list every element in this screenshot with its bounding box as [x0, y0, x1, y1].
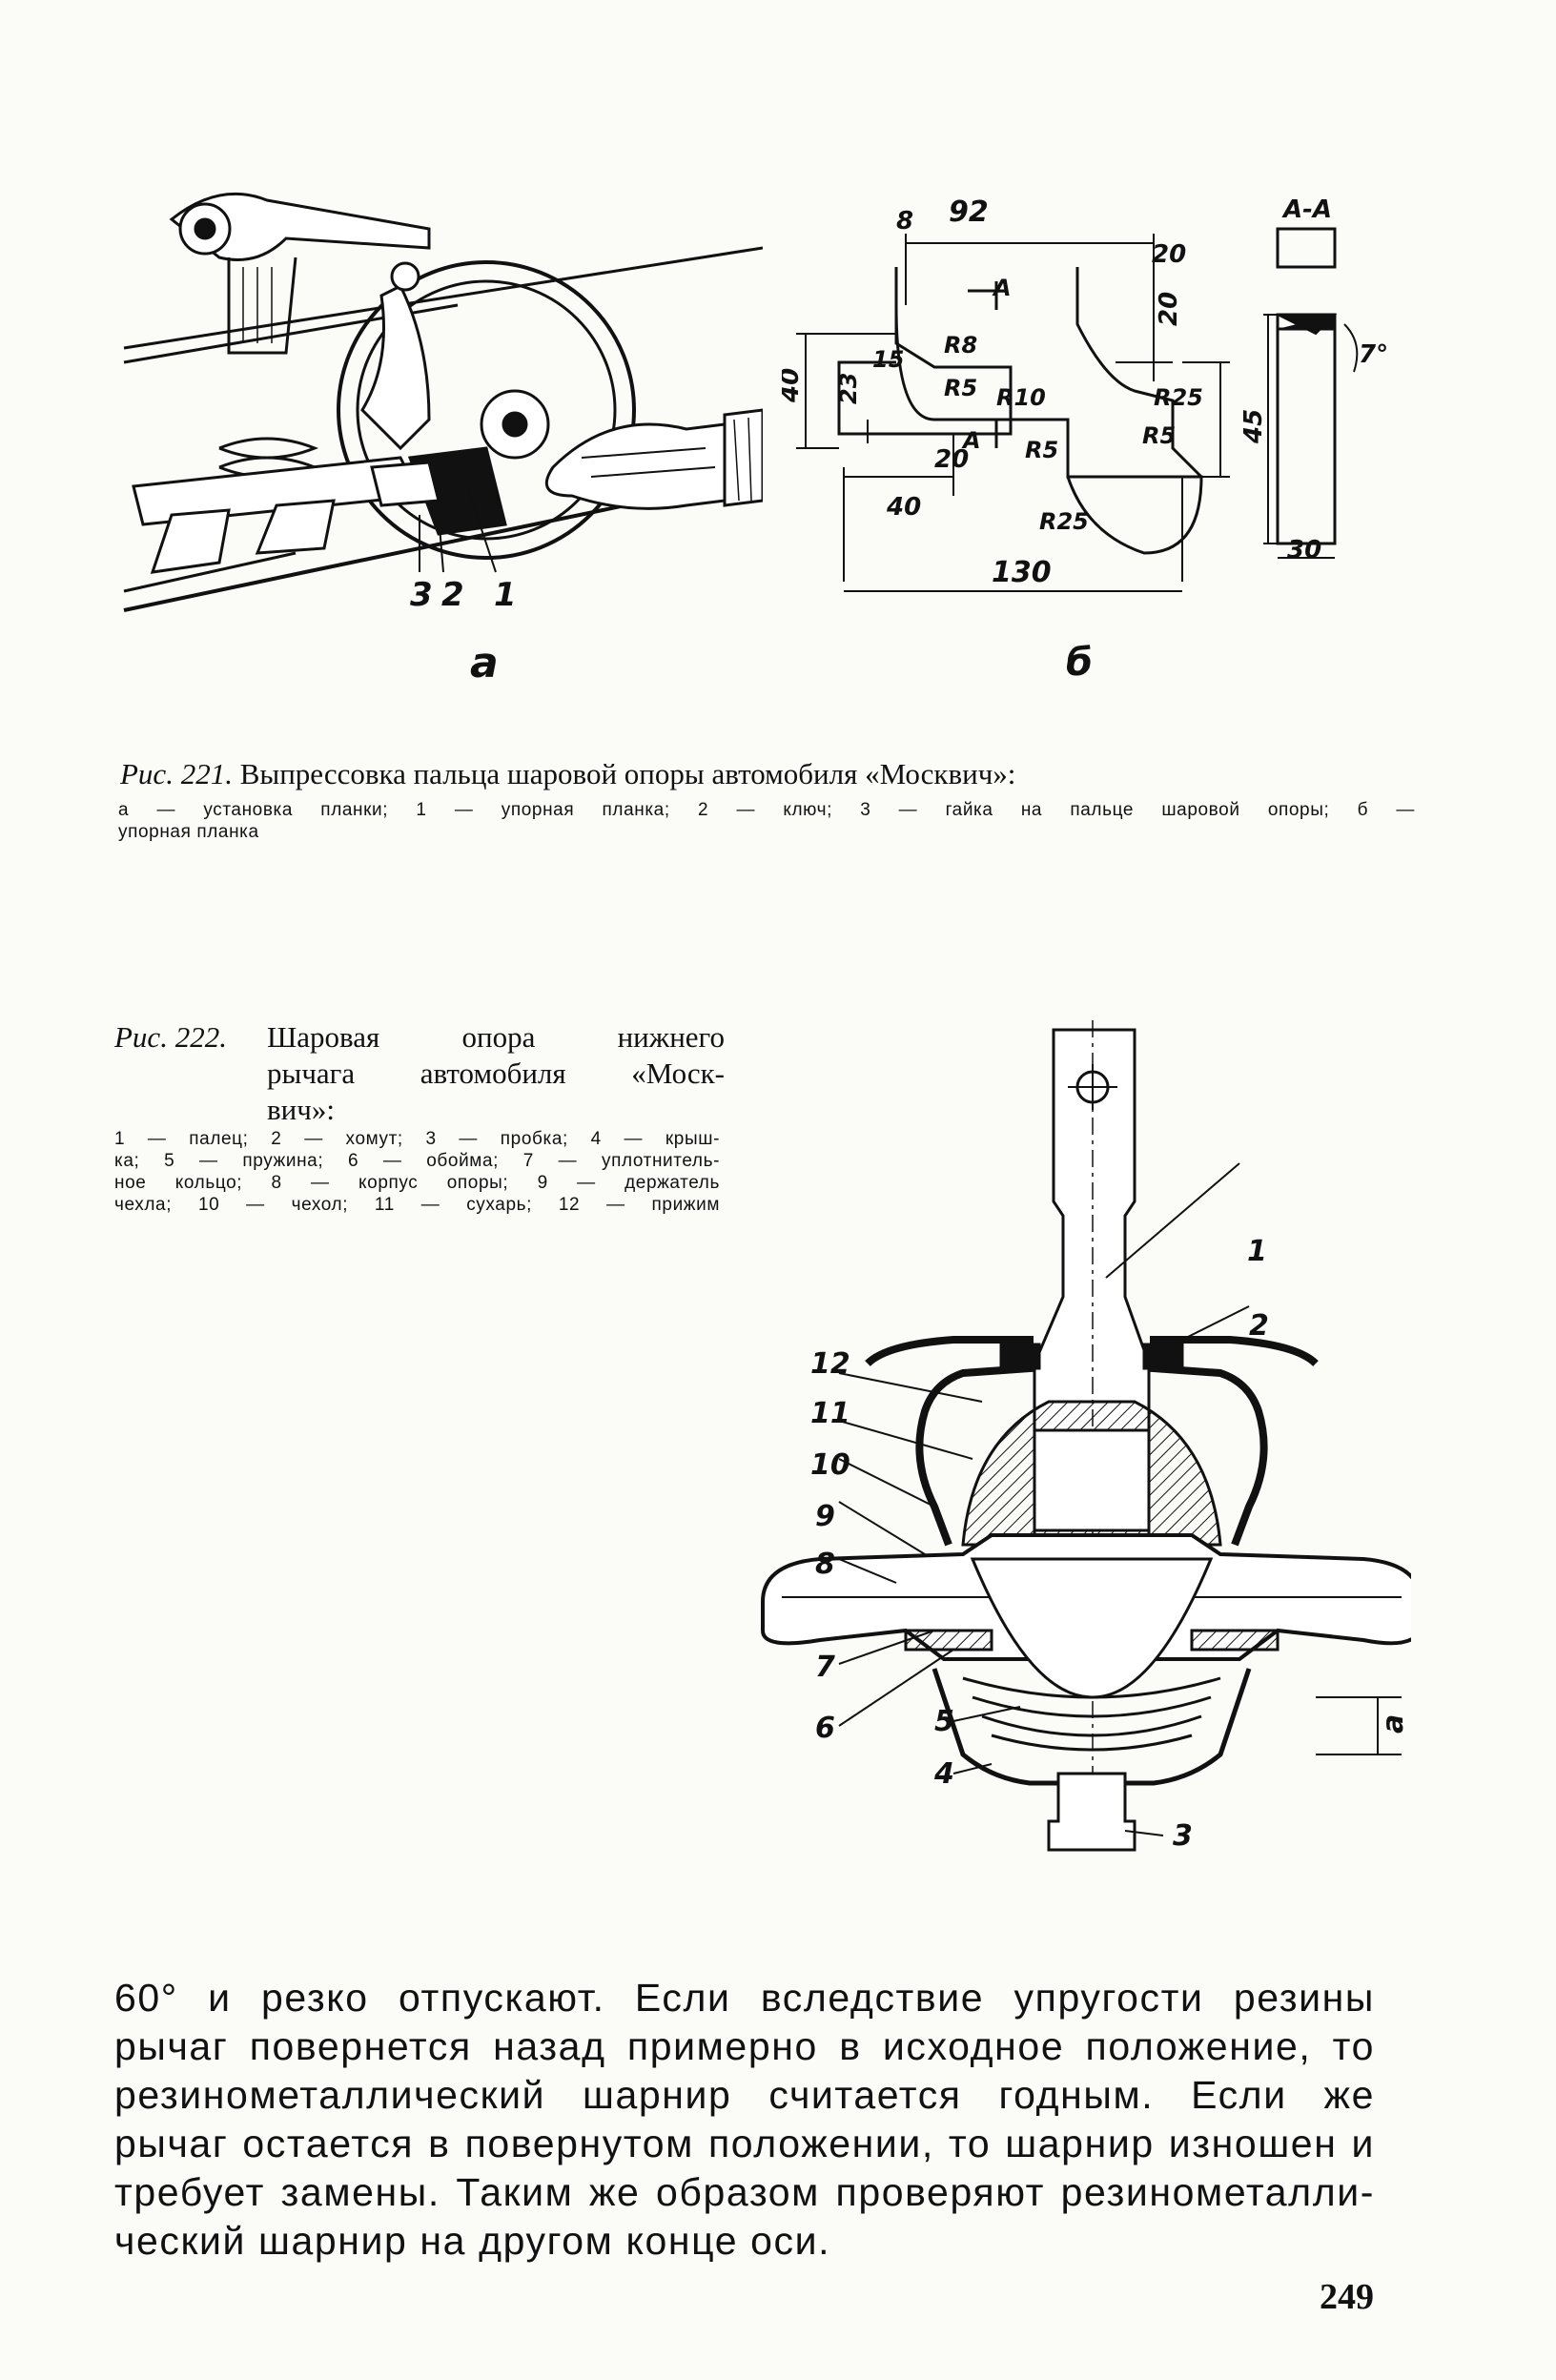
- dim-40b: 40: [886, 493, 921, 522]
- fig221-caption-title: Выпрессовка пальца шаровой опоры автомоб…: [239, 757, 1016, 790]
- fig221-sublabel-a: а: [470, 639, 499, 687]
- fig221-legend-line2: упорная планка: [118, 822, 259, 842]
- dim-8: 8: [896, 207, 913, 236]
- dim-r25b: R25: [1039, 508, 1089, 535]
- fig222-legend: 1 — палец; 2 — хомут; 3 — пробка; 4 — кр…: [114, 1128, 720, 1216]
- fig222-legend-line2: ка; 5 — пружина; 6 — обойма; 7 — уплотни…: [114, 1151, 720, 1171]
- body-paragraph: 60° и резко отпускают. Если вследствие у…: [114, 1974, 1375, 2266]
- body-line-6: ческий шарнир на другом конце оси.: [114, 2219, 831, 2263]
- callout-7: 7: [815, 1651, 835, 1684]
- fig221-caption-prefix: Рис. 221.: [120, 757, 233, 790]
- dim-a: a: [1377, 1714, 1410, 1734]
- fig221b-drawing: 92 8 20 20 40 23 15 20 40 130 45 30 R8 R…: [782, 195, 1388, 592]
- callout-12: 12: [810, 1347, 850, 1381]
- section-mark-a1: A: [992, 275, 1012, 301]
- fig221-legend: а — установка планки; 1 — упорная планка…: [118, 799, 1415, 843]
- dim-r8: R8: [944, 332, 977, 359]
- callout-8: 8: [815, 1548, 835, 1581]
- fig221-caption: Рис. 221. Выпрессовка пальца шаровой опо…: [120, 756, 1455, 792]
- dim-23: 23: [835, 373, 862, 404]
- callout-4: 4: [933, 1757, 954, 1791]
- dim-r5c: R5: [1142, 422, 1176, 449]
- callout-10: 10: [810, 1448, 850, 1482]
- dim-r25a: R25: [1154, 384, 1203, 411]
- callout-1: 1: [1247, 1235, 1267, 1268]
- section-label: A-A: [1281, 195, 1332, 224]
- callout-1: 1: [494, 576, 517, 614]
- fig221-sublabel-b: б: [1066, 641, 1093, 685]
- fig222-legend-line4: чехла; 10 — чехол; 11 — сухарь; 12 — при…: [114, 1195, 720, 1215]
- dim-20b: 20: [1155, 292, 1183, 326]
- dim-130: 130: [992, 556, 1052, 589]
- body-line-1: 60° и резко отпускают. Если вследствие у…: [114, 1976, 1375, 2020]
- fig222-caption-line3: вич»:: [267, 1093, 335, 1126]
- fig222-drawing: 1 2 12 11 10 9 8 7 6 5 4 3 a: [761, 1020, 1411, 1853]
- callout-9: 9: [815, 1500, 835, 1533]
- body-line-5: требует замены. Таким же образом проверя…: [114, 2170, 1375, 2214]
- body-line-2: рычаг повернется назад примерно в исходн…: [114, 2024, 1375, 2068]
- fig222-caption-line1: Шаровая опора нижнего: [267, 1020, 725, 1054]
- dim-92: 92: [949, 195, 989, 229]
- callout-3: 3: [410, 576, 433, 614]
- callout-6: 6: [815, 1712, 835, 1745]
- callout-2: 2: [1249, 1309, 1269, 1343]
- dim-30: 30: [1287, 536, 1321, 564]
- callout-11: 11: [810, 1397, 850, 1430]
- body-line-3: резинометаллический шарнир считается год…: [114, 2073, 1375, 2117]
- dim-r10: R10: [996, 384, 1046, 411]
- dim-40: 40: [782, 368, 805, 403]
- fig222-caption-prefix: Рис. 222.: [114, 1020, 227, 1054]
- callout-3: 3: [1173, 1819, 1193, 1853]
- dim-20c: 20: [934, 445, 969, 474]
- callout-5: 5: [934, 1705, 954, 1738]
- section-mark-a2: A: [961, 427, 981, 454]
- fig221a-illustration: 3 2 1: [123, 192, 763, 614]
- body-line-4: рычаг остается в повернутом положении, т…: [114, 2122, 1375, 2165]
- fig222-legend-line3: ное кольцо; 8 — корпус опоры; 9 — держат…: [114, 1173, 720, 1193]
- fig221-legend-line1: а — установка планки; 1 — упорная планка…: [118, 800, 1415, 820]
- fig222-caption-line2: рычага автомобиля «Моск-: [267, 1057, 725, 1090]
- dim-45: 45: [1239, 409, 1268, 444]
- dim-20a: 20: [1152, 240, 1186, 269]
- fig222-legend-line1: 1 — палец; 2 — хомут; 3 — пробка; 4 — кр…: [114, 1129, 720, 1149]
- dim-r5a: R5: [944, 375, 977, 401]
- dim-angle: 7°: [1359, 340, 1388, 369]
- dim-r5b: R5: [1025, 437, 1058, 463]
- dim-15: 15: [872, 346, 904, 373]
- fig222-caption: Рис. 222. Шаровая опора нижнего рычага а…: [114, 1019, 725, 1128]
- callout-2: 2: [441, 576, 464, 614]
- page-number: 249: [1320, 2277, 1374, 2317]
